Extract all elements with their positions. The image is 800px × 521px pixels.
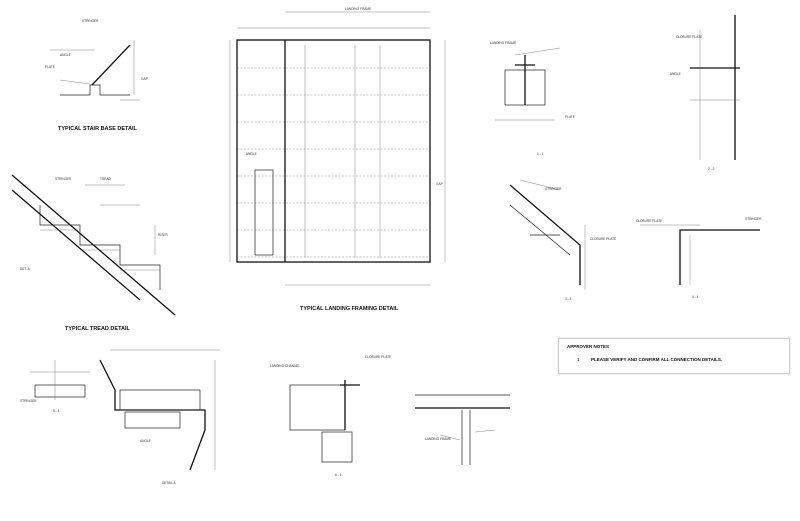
closure-plate-label: CLOSURE PLATE: [590, 237, 616, 241]
stringer-label: STRINGER: [20, 399, 37, 403]
stringer-label: STRINGER: [745, 217, 762, 221]
closure-plate-label: CLOSURE PLATE: [676, 35, 702, 39]
gap-label: GAP: [436, 182, 443, 186]
landing-frame-label: LANDING FRAME: [425, 437, 451, 441]
angle-label: ANGLE: [246, 152, 257, 156]
plate-label: PLATE: [45, 65, 55, 69]
section-4: CLOSURE PLATE STRINGER 4 - 4: [636, 217, 762, 299]
stringer-label: STRINGER: [55, 177, 72, 181]
det-a-label: DET. A: [20, 267, 31, 271]
note-number: 1: [577, 357, 580, 362]
section-6: LANDING CHANNEL CLOSURE PLATE 6 - 6: [270, 355, 391, 477]
section-label: 6 - 6: [335, 473, 342, 477]
section-1: LANDING FRAME PLATE 1 - 1: [490, 41, 575, 156]
tread-detail: STRINGER TREAD RISER DET. A TYPICAL TREA…: [11, 174, 176, 332]
notes-heading: APPROVER NOTES: [567, 344, 610, 349]
section-label: 3 - 3: [565, 297, 572, 301]
note-text: PLEASE VERIFY AND CONFIRM ALL CONNECTION…: [591, 357, 723, 362]
section-label: 4 - 4: [692, 295, 699, 299]
closure-plate-label: CLOSURE PLATE: [365, 355, 391, 359]
angle-label: ANGLE: [60, 53, 71, 57]
gap-label: GAP: [141, 77, 148, 81]
landing-title: TYPICAL LANDING FRAMING DETAIL: [300, 306, 399, 312]
landing-frame-label: LANDING FRAME: [490, 41, 516, 45]
stringer-label: STRINGER: [82, 19, 99, 23]
section-7: LANDING FRAME: [415, 394, 510, 465]
section-3: STRINGER CLOSURE PLATE 3 - 3: [509, 179, 616, 301]
stair-base-title: TYPICAL STAIR BASE DETAIL: [58, 126, 137, 132]
angle-label: ANGLE: [140, 439, 151, 443]
section-5: STRINGER 5 - 5: [20, 360, 90, 413]
section-label: 2 - 2: [708, 167, 715, 171]
tread-label: TREAD: [100, 177, 112, 181]
detail-a: ANGLE DETAIL A: [99, 349, 220, 485]
stringer-label: STRINGER: [545, 187, 562, 191]
closure-plate-label: CLOSURE PLATE: [636, 219, 662, 223]
riser-label: RISER: [158, 233, 168, 237]
approver-notes: APPROVER NOTES 1 PLEASE VERIFY AND CONFI…: [558, 338, 790, 374]
section-label: 5 - 5: [53, 409, 60, 413]
section-label: 1 - 1: [537, 152, 544, 156]
landing-frame-label: LANDING FRAME: [345, 7, 371, 11]
detail-a-title: DETAIL A: [162, 481, 177, 485]
tread-title: TYPICAL TREAD DETAIL: [65, 326, 131, 332]
angle-label: ANGLE: [670, 72, 681, 76]
section-2: CLOSURE PLATE ANGLE 2 - 2: [670, 15, 740, 171]
channel-label: LANDING CHANNEL: [270, 364, 301, 368]
plate-label: PLATE: [565, 115, 575, 119]
landing-framing-detail: LANDING FRAME ANGLE GAP TYPICAL LANDING …: [229, 7, 446, 312]
stair-base-detail: STRINGER ANGLE PLATE GAP TYPICAL STAIR B…: [45, 19, 148, 132]
